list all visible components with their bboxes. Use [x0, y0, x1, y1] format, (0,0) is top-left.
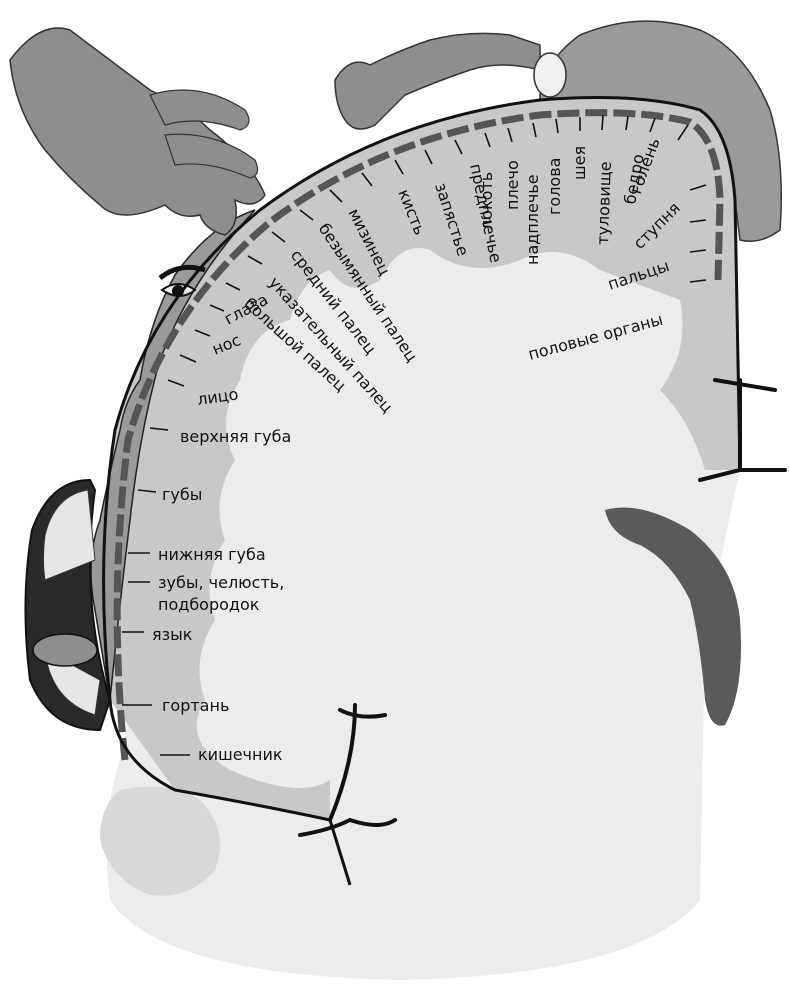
sulci: [298, 378, 787, 837]
label-head: голова: [545, 158, 564, 215]
cortex-outline: [102, 96, 742, 701]
cup-icon: [533, 52, 567, 98]
label-teeth-jaw-1: зубы, челюсть,: [158, 573, 284, 592]
label-trunk: туловище: [593, 161, 615, 245]
cortex-bottom-line: [108, 699, 352, 886]
mouth-icon: [24, 478, 112, 732]
label-lips: губы: [162, 485, 202, 504]
label-teeth-jaw-2: подбородок: [158, 595, 260, 614]
hand-left-icon: [9, 27, 266, 236]
label-larynx: гортань: [162, 696, 229, 715]
label-neck: шея: [570, 146, 589, 180]
label-intestine: кишечник: [198, 745, 283, 764]
label-ticks: [122, 114, 707, 756]
label-elbow: локоть: [477, 172, 496, 230]
ventricle: [605, 507, 741, 726]
label-tongue: язык: [152, 625, 193, 644]
temporal-lobe: [100, 786, 220, 896]
cortex-band: [103, 97, 741, 821]
label-shoulder: плечо: [503, 160, 522, 210]
sensory-map-line: [113, 109, 724, 761]
label-shoulder-girdle: надплечье: [523, 174, 542, 265]
hand-small-icon: [334, 32, 541, 130]
label-upper-lip: верхняя губа: [180, 427, 291, 446]
label-lower-lip: нижняя губа: [158, 545, 266, 564]
